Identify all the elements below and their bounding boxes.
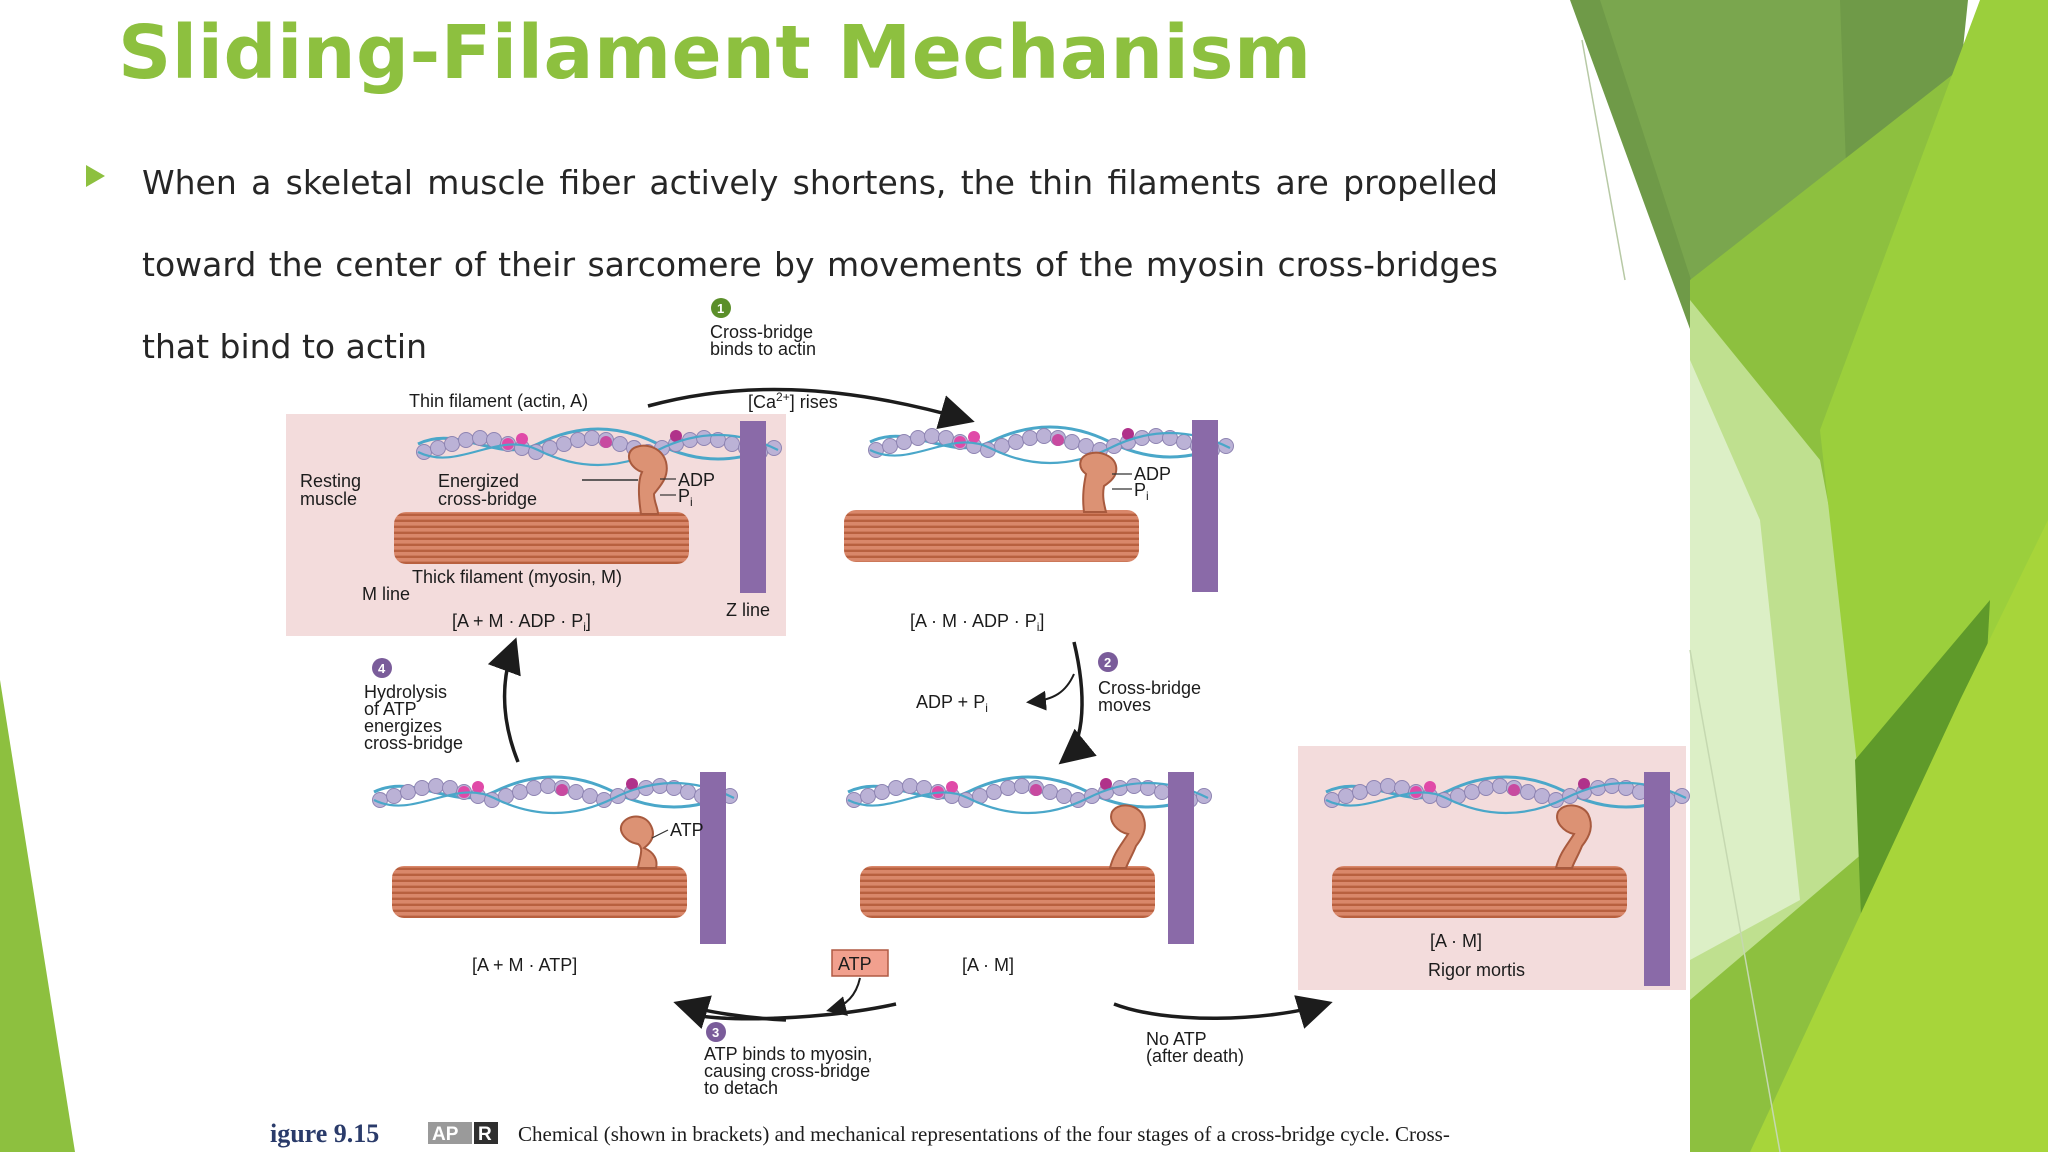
ca-rises-arrow — [647, 387, 975, 430]
moved-formula: [A · M] — [962, 955, 1014, 975]
step-3-marker — [706, 1022, 726, 1042]
thin-filament-4 — [371, 775, 739, 815]
no-atp-label-1: No ATP — [1146, 1029, 1207, 1049]
step-4-marker — [372, 658, 392, 678]
apr-badge-r — [474, 1122, 498, 1144]
pi-label-2: Pi — [1134, 480, 1149, 503]
energized-cross-bridge — [627, 444, 668, 515]
z-line-2 — [1192, 420, 1218, 592]
adp-label-2: ADP — [1134, 464, 1171, 484]
z-line-3 — [1168, 772, 1194, 944]
step-3-text-3: to detach — [704, 1078, 778, 1098]
right-facet-pale — [1690, 360, 1800, 960]
atp-pointer — [651, 829, 669, 839]
thin-line-1 — [1581, 39, 1626, 281]
apr-label-r: R — [478, 1124, 492, 1145]
left-facet — [0, 680, 75, 1152]
thick-filament-5 — [1332, 866, 1627, 918]
step-2-text-1: Cross-bridge — [1098, 678, 1201, 698]
rigor-label: Rigor mortis — [1428, 960, 1525, 980]
right-facet-bright — [1750, 520, 2048, 1152]
thin-filament-label: Thin filament (actin, A) — [409, 391, 588, 411]
step-2-text-2: moves — [1098, 695, 1151, 715]
detached-cross-bridge — [620, 815, 658, 869]
apr-label-ap: AP — [432, 1124, 459, 1145]
moved-cross-bridge — [1108, 804, 1146, 869]
cross-bridge-cycle-figure: Thin filament (actin, A) Resting muscle … — [270, 298, 1690, 1148]
thick-filament-4 — [392, 866, 687, 918]
step-4-text-2: of ATP — [364, 699, 417, 719]
caption-number: igure 9.15 — [270, 1119, 379, 1148]
detached-formula: [A + M · ATP] — [472, 955, 577, 975]
z-line-1 — [740, 421, 766, 593]
rigor-formula: [A · M] — [1430, 931, 1482, 951]
step-4-number: 4 — [378, 661, 386, 676]
step-3-text-2: causing cross-bridge — [704, 1061, 870, 1081]
thick-filament-2 — [844, 510, 1139, 562]
no-atp-label-2: (after death) — [1146, 1046, 1244, 1066]
step-2-number: 2 — [1104, 655, 1111, 670]
atp-binding-arrow — [826, 977, 861, 1016]
z-line-4 — [700, 772, 726, 944]
step-1-text-1: Cross-bridge — [710, 322, 813, 342]
rigor-cross-bridge — [1554, 804, 1592, 869]
step-1-marker — [711, 298, 731, 318]
step-4-arrow — [487, 637, 521, 763]
energized-label-1: Energized — [438, 471, 519, 491]
release-label: ADP + Pi — [916, 692, 988, 715]
energized-label-2: cross-bridge — [438, 489, 537, 509]
bound-formula: [A · M · ADP · Pi] — [910, 611, 1044, 634]
step-1-number: 1 — [717, 301, 724, 316]
apr-badge-ap — [428, 1122, 472, 1144]
thick-filament-1 — [394, 512, 689, 564]
m-line-label: M line — [362, 584, 410, 604]
resting-formula: [A + M · ADP · Pi] — [452, 611, 591, 634]
thin-filament-3 — [845, 775, 1213, 815]
step-2-marker — [1098, 652, 1118, 672]
step-3-number: 3 — [712, 1025, 719, 1040]
pi-label-1: Pi — [678, 486, 693, 509]
bullet-arrow-icon — [86, 165, 105, 187]
atp-box — [831, 949, 889, 977]
slide-title: Sliding-Filament Mechanism — [118, 10, 1312, 96]
z-line-5 — [1644, 772, 1670, 986]
step-2-arrow — [1058, 641, 1097, 765]
release-arrow — [1026, 673, 1075, 711]
no-atp-arrow — [1113, 995, 1333, 1029]
step-1-text-2: binds to actin — [710, 339, 816, 359]
resting-label-2: muscle — [300, 489, 357, 509]
step-4-text-1: Hydrolysis — [364, 682, 447, 702]
atp-box-label: ATP — [838, 954, 872, 974]
bound-cross-bridge — [1079, 451, 1118, 513]
thin-filament-2 — [867, 425, 1235, 465]
step-3-arrowhead-line — [673, 995, 787, 1029]
step-4-text-3: energizes — [364, 716, 442, 736]
atp-label-panel: ATP — [670, 820, 704, 840]
adp-label-1: ADP — [678, 470, 715, 490]
caption-text: Chemical (shown in brackets) and mechani… — [518, 1122, 1450, 1146]
thick-filament-label: Thick filament (myosin, M) — [412, 567, 622, 587]
z-line-label: Z line — [726, 600, 770, 620]
bullet-text: When a skeletal muscle fiber actively sh… — [142, 163, 1498, 366]
thin-line-2 — [1689, 649, 1781, 1152]
step-3-text-1: ATP binds to myosin, — [704, 1044, 872, 1064]
step-4-text-4: cross-bridge — [364, 733, 463, 753]
ca-rises-label: [Ca2+] rises — [748, 390, 838, 412]
thick-filament-3 — [860, 866, 1155, 918]
resting-label-1: Resting — [300, 471, 361, 491]
